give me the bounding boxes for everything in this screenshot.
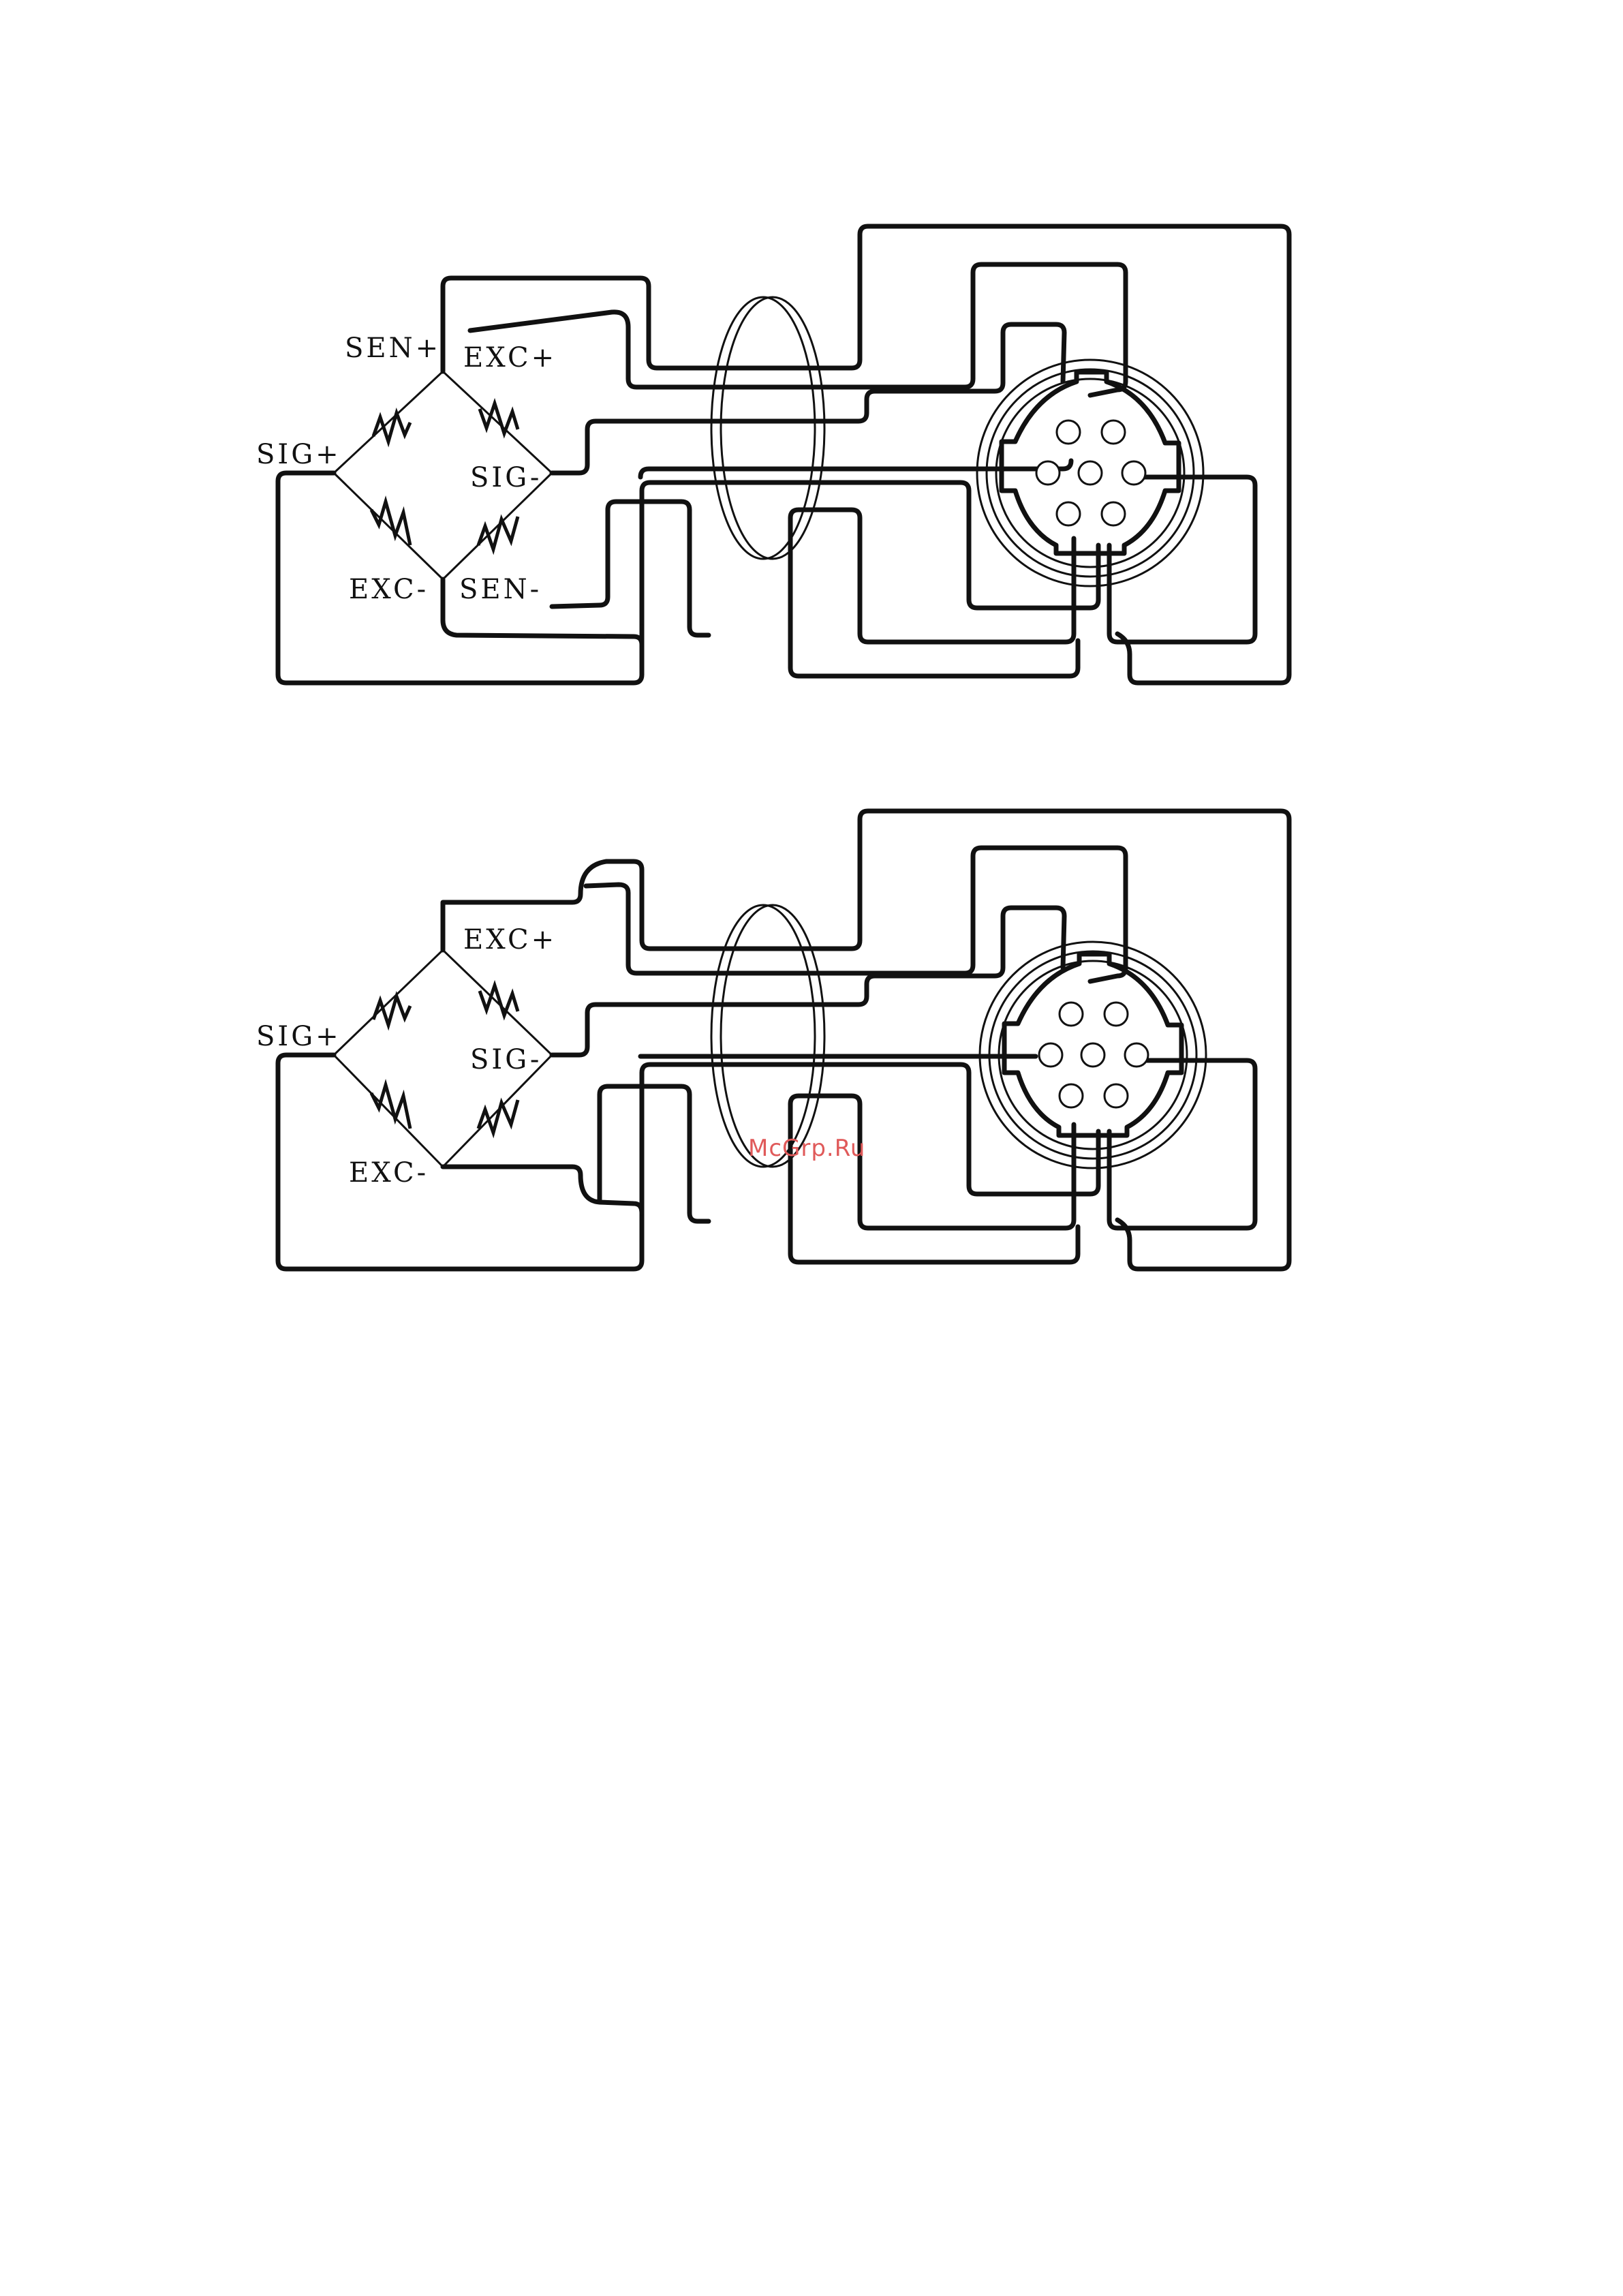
label-sen-minus: SEN- [459, 574, 542, 605]
connector-pin [1081, 1043, 1104, 1067]
connector-pin [1102, 502, 1125, 525]
cable-shield [711, 905, 815, 1167]
label-exc-plus: EXC+ [463, 924, 557, 955]
cable-wires [278, 811, 1289, 1269]
connector-pin [1060, 1002, 1083, 1026]
resistor-upper-right [480, 403, 518, 433]
connector-pin [1057, 502, 1080, 525]
label-sig-plus: SIG+ [256, 1021, 341, 1052]
connector-pin [1079, 461, 1102, 485]
connector-pin [1102, 420, 1125, 444]
connector-pin [1122, 461, 1145, 485]
connector-pin [1104, 1084, 1128, 1107]
label-exc-minus: EXC- [349, 1157, 429, 1189]
label-sig-plus: SIG+ [256, 439, 341, 470]
connector-pin [1060, 1084, 1083, 1107]
connector-pin [1057, 420, 1080, 444]
label-sig-minus: SIG- [470, 462, 542, 493]
connector-pin [1125, 1043, 1148, 1067]
label-sen-plus: SEN+ [345, 333, 441, 364]
cable-wires [278, 226, 1289, 683]
resistor-lower-left [371, 1085, 410, 1129]
resistor-lower-left [371, 502, 410, 545]
diagram-four-wire: EXC+ SIG+ SIG- EXC- [256, 811, 1289, 1269]
connector-pin [1036, 461, 1060, 485]
diagram-six-wire: SEN+ EXC+ SIG+ SIG- EXC- SEN- [256, 226, 1289, 683]
watermark: McGrp.Ru [748, 1135, 865, 1162]
label-exc-plus: EXC+ [463, 342, 557, 373]
resistor-upper-left [373, 413, 410, 442]
connector-pin [1104, 1002, 1128, 1026]
label-sig-minus: SIG- [470, 1044, 542, 1075]
resistor-lower-right [478, 1100, 518, 1133]
label-exc-minus: EXC- [349, 574, 429, 605]
cable-shield [711, 297, 815, 559]
resistor-lower-right [478, 517, 518, 549]
connector-pin [1039, 1043, 1062, 1067]
